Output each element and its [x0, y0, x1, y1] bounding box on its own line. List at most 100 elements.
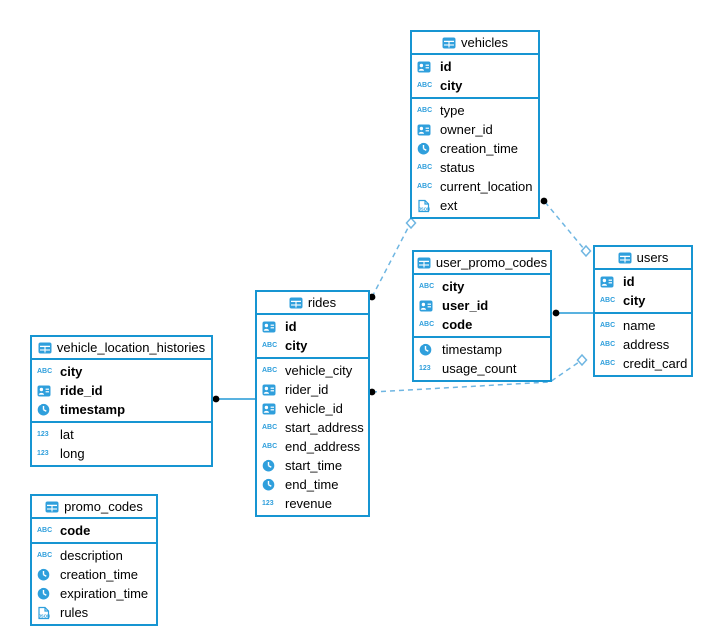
- column-name: name: [623, 318, 656, 333]
- column-name: id: [623, 274, 635, 289]
- table-grid-icon: [417, 257, 431, 269]
- column-name: ride_id: [60, 383, 103, 398]
- person-badge-icon: [262, 321, 281, 333]
- relation-endpoint-dot: [540, 197, 548, 205]
- column-row-ride_id: ride_id: [32, 381, 211, 400]
- abc-type-icon: ABC: [417, 107, 436, 114]
- clock-icon: [417, 142, 436, 155]
- abc-type-icon-label: ABC: [419, 321, 435, 328]
- column-name: rules: [60, 605, 89, 620]
- column-name: expiration_time: [60, 586, 149, 601]
- column-row-type: ABC type: [412, 101, 538, 120]
- column-name: timestamp: [442, 342, 502, 357]
- column-name: vehicle_city: [285, 363, 353, 378]
- relation-endpoint-diamond: [576, 353, 588, 367]
- abc-type-icon-label: ABC: [262, 342, 278, 349]
- number-type-icon: 123: [262, 500, 281, 507]
- abc-type-icon-label: ABC: [37, 368, 53, 375]
- number-type-icon: 123: [37, 450, 56, 457]
- column-name: credit_card: [623, 356, 688, 371]
- column-row-user_id: user_id: [414, 296, 550, 315]
- table-grid-icon: [442, 37, 456, 49]
- column-row-id: id: [412, 57, 538, 76]
- abc-type-icon-label: ABC: [37, 552, 53, 559]
- table-title: promo_codes: [64, 499, 143, 514]
- column-name: code: [442, 317, 473, 332]
- abc-type-icon: ABC: [600, 322, 619, 329]
- column-row-end_time: end_time: [257, 475, 368, 494]
- relation-endpoint-dot: [212, 395, 220, 403]
- column-name: user_id: [442, 298, 489, 313]
- column-name: id: [440, 59, 452, 74]
- table-header-vehicles: vehicles: [412, 32, 538, 55]
- column-row-code: ABC code: [414, 315, 550, 334]
- json-doc-icon: JSON: [417, 199, 436, 213]
- abc-type-icon-label: ABC: [600, 322, 616, 329]
- clock-icon: [37, 403, 56, 416]
- column-name: start_address: [285, 420, 364, 435]
- column-name: current_location: [440, 179, 533, 194]
- abc-type-icon: ABC: [37, 368, 56, 375]
- table-title: vehicle_location_histories: [56, 340, 206, 355]
- abc-type-icon-label: ABC: [417, 82, 433, 89]
- column-name: vehicle_id: [285, 401, 343, 416]
- column-name: creation_time: [60, 567, 139, 582]
- column-name: description: [60, 548, 123, 563]
- svg-text:JSON: JSON: [419, 206, 430, 211]
- person-badge-icon: [262, 403, 281, 415]
- column-name: owner_id: [440, 122, 493, 137]
- column-name: ext: [440, 198, 458, 213]
- table-header-users: users: [595, 247, 691, 270]
- abc-type-icon: ABC: [417, 82, 436, 89]
- column-name: start_time: [285, 458, 343, 473]
- abc-type-icon: ABC: [419, 283, 438, 290]
- abc-type-icon: ABC: [37, 527, 56, 534]
- column-name: revenue: [285, 496, 332, 511]
- columns-section: ABC description creation_time expiration_ti…: [32, 544, 156, 624]
- column-row-city: ABC city: [412, 76, 538, 95]
- abc-type-icon: ABC: [417, 183, 436, 190]
- relation-endpoint-diamond: [580, 244, 592, 258]
- column-name: city: [60, 364, 83, 379]
- abc-type-icon-label: ABC: [262, 367, 278, 374]
- column-row-timestamp: timestamp: [414, 340, 550, 359]
- column-name: city: [440, 78, 463, 93]
- column-row-vehicle_id: vehicle_id: [257, 399, 368, 418]
- relation-line-rides-to-vehicles: [371, 225, 410, 298]
- table-grid-icon: [38, 342, 52, 354]
- column-name: usage_count: [442, 361, 517, 376]
- number-type-icon-label: 123: [37, 450, 49, 457]
- table-title: user_promo_codes: [435, 255, 548, 270]
- clock-icon: [262, 478, 281, 491]
- column-row-current_location: ABC current_location: [412, 177, 538, 196]
- column-name: rider_id: [285, 382, 329, 397]
- abc-type-icon: ABC: [262, 424, 281, 431]
- column-name: type: [440, 103, 465, 118]
- column-row-city: ABC city: [32, 362, 211, 381]
- abc-type-icon: ABC: [600, 297, 619, 304]
- column-row-id: id: [257, 317, 368, 336]
- column-name: city: [285, 338, 308, 353]
- column-name: end_address: [285, 439, 361, 454]
- clock-icon: [419, 343, 438, 356]
- abc-type-icon-label: ABC: [600, 297, 616, 304]
